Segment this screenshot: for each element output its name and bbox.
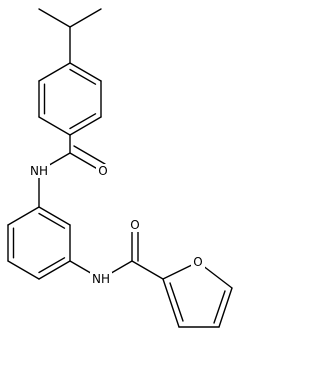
bond-ring1-double-2 xyxy=(69,113,97,130)
bond-isopropyl-right-methyl xyxy=(69,8,102,28)
isopropyl-group xyxy=(38,8,102,64)
bond-ring1-a xyxy=(69,62,102,82)
label-bg-o-lower xyxy=(128,218,142,232)
label-bg-furan-o xyxy=(191,255,205,269)
amide-nh-lower-label: NH xyxy=(92,272,110,286)
chemical-structure-diagram: NH O NH O O xyxy=(7,8,233,328)
bond-ring2-a xyxy=(38,206,71,226)
amide-nh-upper-label: NH xyxy=(30,164,48,178)
bond-upper-carbonyl-co-1 xyxy=(69,152,102,172)
bond-upper-carbonyl-co-2 xyxy=(73,145,106,165)
bond-ring1-double-1 xyxy=(69,68,97,85)
bond-ring2-f xyxy=(7,206,40,226)
bond-ring2-d xyxy=(7,260,40,280)
label-bg-nh-upper xyxy=(28,164,50,178)
bond-ring1-c xyxy=(69,116,102,136)
bond-furan-c3-c2 xyxy=(162,278,180,328)
bond-ring2-double-1 xyxy=(38,212,66,229)
bond-ring2-double-2 xyxy=(38,257,66,274)
lower-amide-group xyxy=(69,224,164,280)
benzene-ring-meta-substituted xyxy=(7,206,71,280)
bond-ring1-f xyxy=(38,62,71,82)
amide-o-lower-label: O xyxy=(130,218,139,232)
bond-furan-double-c4-c5 xyxy=(213,290,226,324)
bond-ring1-d xyxy=(38,116,71,136)
bond-lower-carbonyl-to-furan xyxy=(131,260,164,280)
atom-labels: NH O NH O O xyxy=(28,164,205,286)
benzene-ring-para-substituted xyxy=(38,62,102,136)
furan-ring xyxy=(162,261,233,328)
bond-furan-double-c2-c3 xyxy=(169,282,184,322)
label-bg-nh-lower xyxy=(90,272,112,286)
bond-isopropyl-left-methyl xyxy=(38,8,71,28)
label-bg-o-upper xyxy=(96,164,110,178)
amide-o-upper-label: O xyxy=(98,164,107,178)
bond-ring2-c xyxy=(38,260,71,280)
bond-furan-c5-c4 xyxy=(218,287,233,328)
furan-o-label: O xyxy=(193,255,202,269)
